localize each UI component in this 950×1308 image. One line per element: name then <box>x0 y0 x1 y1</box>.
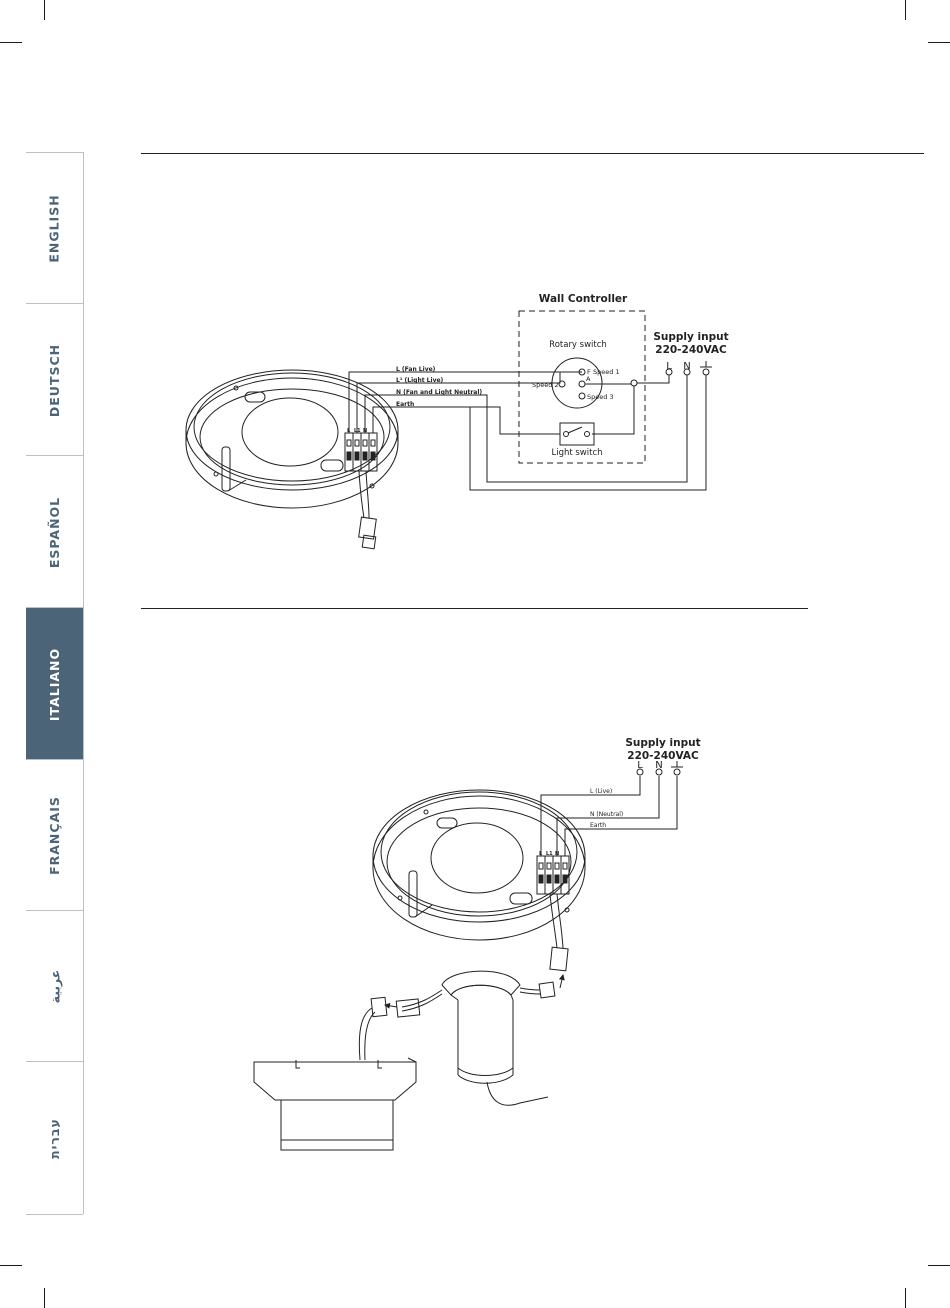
speed3-label: Speed 3 <box>587 393 614 401</box>
motor-housing <box>254 1058 416 1150</box>
wire-earth-label: Earth <box>590 822 606 829</box>
wire-neutral-label: N (Neutral) <box>590 811 623 818</box>
block-n-label: N <box>555 851 559 857</box>
supply-input-label: Supply input <box>625 737 700 749</box>
diagram2-labels: Supply input 220-240VAC L N L (Live) N (… <box>539 737 701 857</box>
block-n-label: N <box>363 428 367 434</box>
block-l1-label: L1 <box>354 428 361 434</box>
wire-earth-label: Earth <box>396 401 414 408</box>
diagram1-labels: Wall Controller Rotary switch Supply inp… <box>347 293 729 458</box>
light-switch-label: Light switch <box>551 448 602 458</box>
rotary-switch-label: Rotary switch <box>549 340 607 350</box>
wire-light-live-label: L¹ (Light Live) <box>396 377 444 384</box>
block-l1-label: L1 <box>546 851 553 857</box>
terminal-n-label: N <box>683 361 690 372</box>
wall-controller-label: Wall Controller <box>539 293 628 305</box>
wire-fan-live-label: L (Fan Live) <box>396 366 436 373</box>
supply-input-label: Supply input <box>653 331 728 343</box>
terminal-l-label: L <box>666 361 672 372</box>
wire-neutral-label: N (Fan and Light Neutral) <box>396 389 482 396</box>
ceiling-base-plate <box>373 776 677 971</box>
speed2-label: Speed 2 <box>532 381 559 389</box>
terminal-n-label: N <box>655 760 662 771</box>
ceiling-base-plate <box>186 370 706 549</box>
contact-a-label: A <box>586 375 591 383</box>
wire-live-label: L (Live) <box>590 788 612 795</box>
voltage-label: 220-240VAC <box>655 344 727 356</box>
diagram-direct-supply <box>254 761 683 1150</box>
canopy-stem <box>402 971 555 1105</box>
diagram-wall-controller <box>186 311 712 549</box>
terminal-l-label: L <box>637 760 643 771</box>
speed1-label: Speed 1 <box>593 368 620 376</box>
